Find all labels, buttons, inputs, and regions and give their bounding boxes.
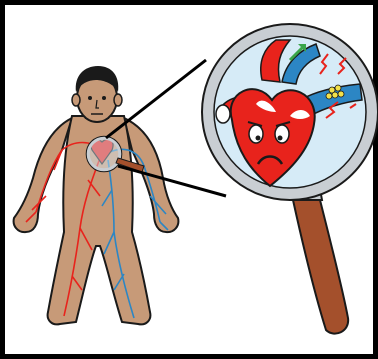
ear xyxy=(72,94,80,106)
vessel-opening xyxy=(216,105,230,123)
heart-eye xyxy=(249,125,263,143)
heart-pupil xyxy=(278,136,283,141)
heart-pupil xyxy=(256,136,261,141)
small-lens xyxy=(88,138,120,170)
eye xyxy=(88,96,92,100)
ear xyxy=(114,94,122,106)
eye xyxy=(102,96,106,100)
heart-eye xyxy=(275,125,289,143)
